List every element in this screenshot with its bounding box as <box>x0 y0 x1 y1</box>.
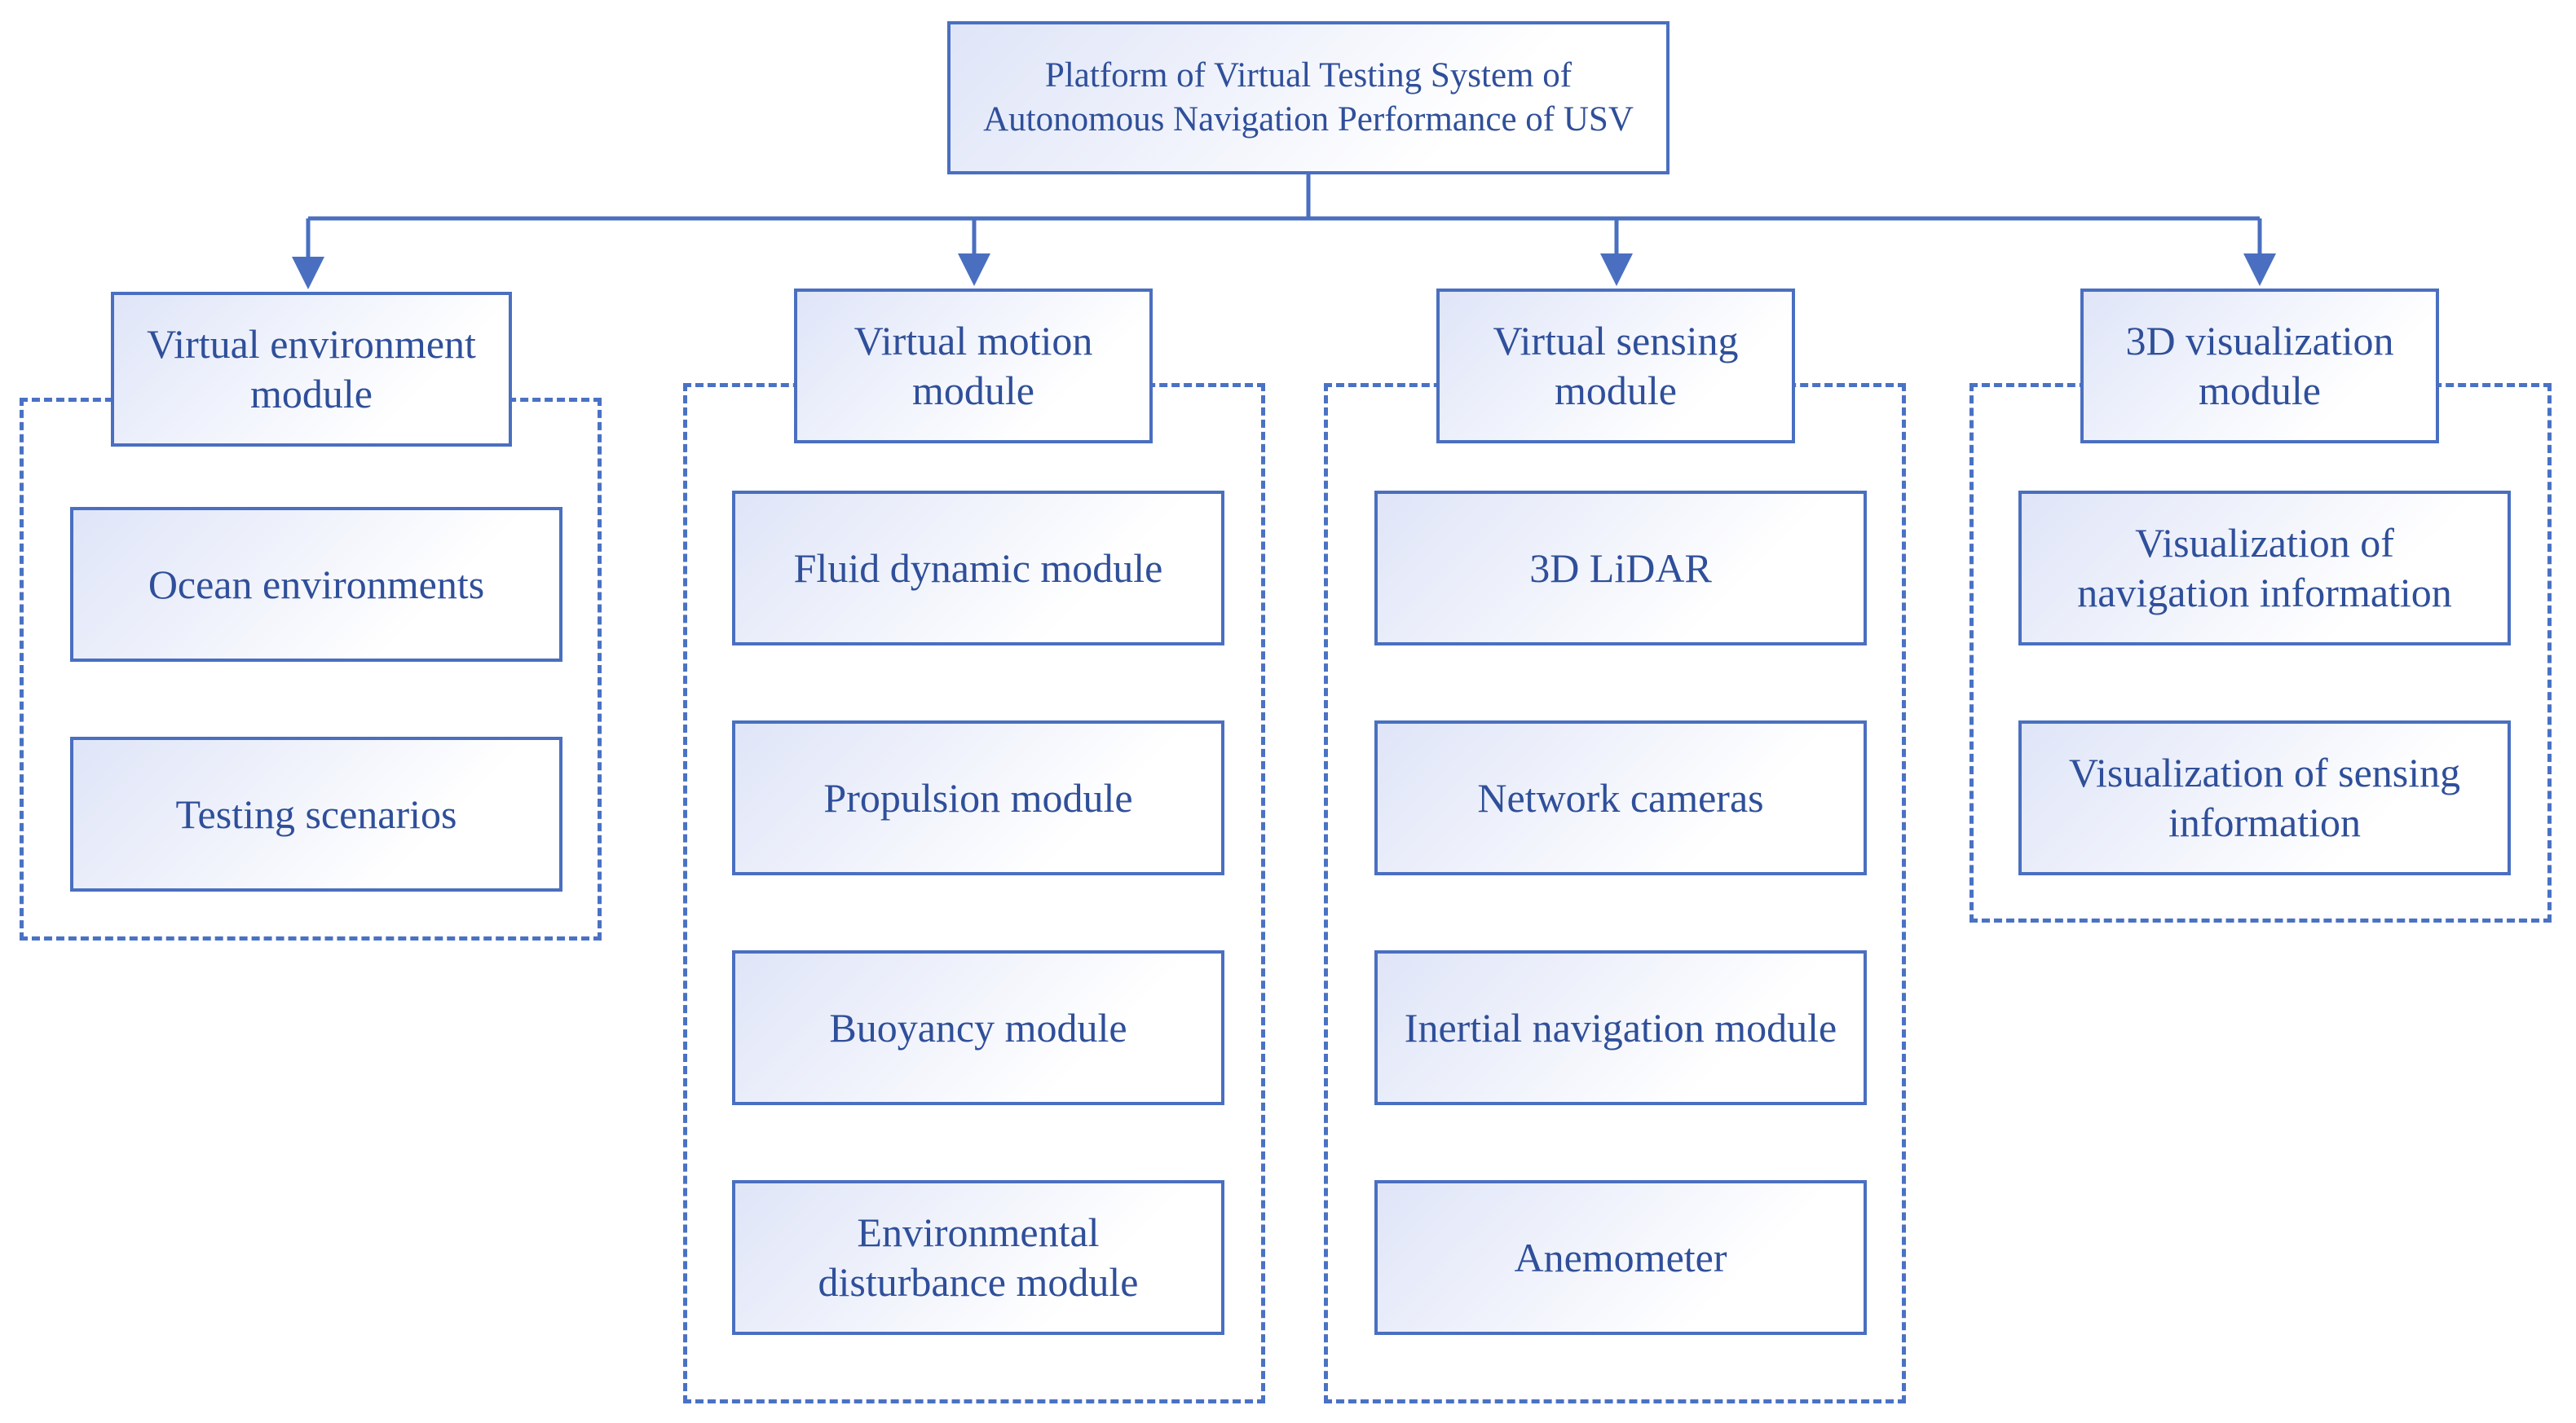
module-label: Testing scenarios <box>175 791 457 837</box>
module-label: Visualization of sensing information <box>2068 750 2461 845</box>
module-box-visualization-sensing: Visualization of sensing information <box>2018 720 2511 875</box>
category-3d-visualization: 3D visualization module <box>2080 289 2439 443</box>
module-box-environmental-disturbance: Environmental disturbance module <box>732 1180 1224 1335</box>
root-node-label: Platform of Virtual Testing System of Au… <box>983 56 1634 139</box>
category-virtual-environment: Virtual environment module <box>111 292 512 447</box>
module-box-visualization-navigation: Visualization of navigation information <box>2018 491 2511 645</box>
module-box-ocean-environments: Ocean environments <box>70 507 562 662</box>
module-label: Environmental disturbance module <box>818 1209 1139 1305</box>
module-box-testing-scenarios: Testing scenarios <box>70 737 562 892</box>
module-label: Buoyancy module <box>829 1004 1127 1051</box>
module-box-3d-lidar: 3D LiDAR <box>1374 491 1867 645</box>
module-box-propulsion: Propulsion module <box>732 720 1224 875</box>
module-box-inertial-navigation: Inertial navigation module <box>1374 950 1867 1105</box>
module-label: Network cameras <box>1477 774 1764 821</box>
module-label: Propulsion module <box>823 774 1133 821</box>
module-label: Visualization of navigation information <box>2077 520 2452 615</box>
module-label: Ocean environments <box>148 561 485 607</box>
module-box-anemometer: Anemometer <box>1374 1180 1867 1335</box>
module-label: Anemometer <box>1514 1234 1727 1280</box>
category-label: Virtual sensing module <box>1493 318 1739 413</box>
module-box-fluid-dynamic: Fluid dynamic module <box>732 491 1224 645</box>
category-label: Virtual motion module <box>854 318 1093 413</box>
root-node: Platform of Virtual Testing System of Au… <box>947 21 1670 174</box>
category-label: Virtual environment module <box>147 321 476 416</box>
category-virtual-sensing: Virtual sensing module <box>1436 289 1795 443</box>
module-box-network-cameras: Network cameras <box>1374 720 1867 875</box>
category-virtual-motion: Virtual motion module <box>794 289 1153 443</box>
module-label: Inertial navigation module <box>1404 1004 1837 1051</box>
module-label: 3D LiDAR <box>1529 544 1712 591</box>
category-label: 3D visualization module <box>2125 318 2394 413</box>
module-label: Fluid dynamic module <box>793 544 1163 591</box>
module-box-buoyancy: Buoyancy module <box>732 950 1224 1105</box>
